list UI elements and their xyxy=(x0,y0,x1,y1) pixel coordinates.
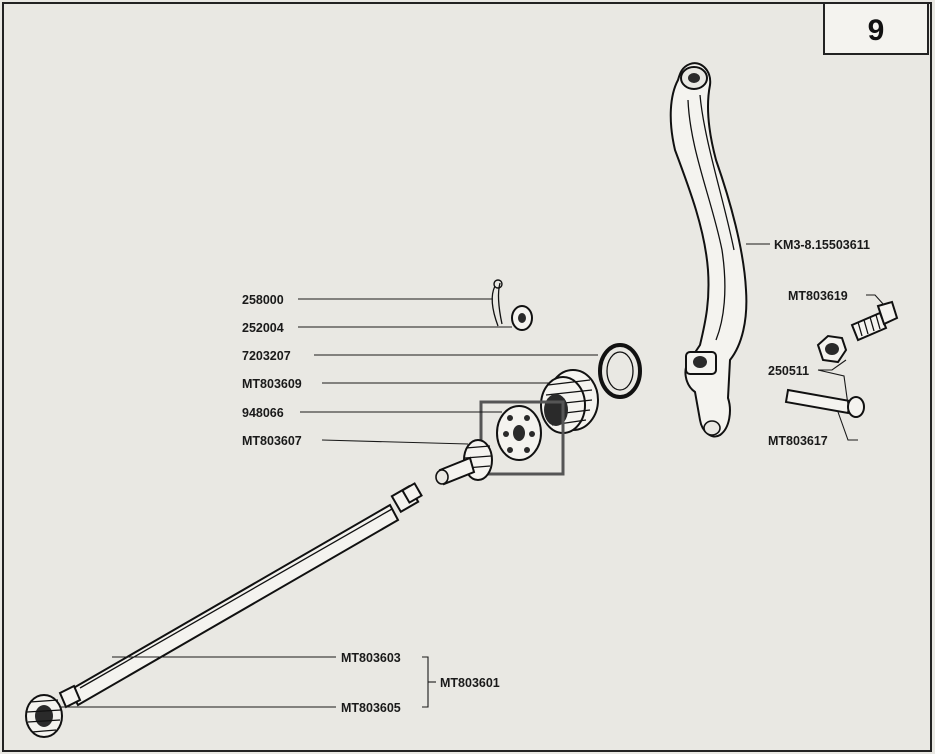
cotter-pin-part xyxy=(491,279,503,327)
gear-part xyxy=(540,369,599,434)
highlight-box xyxy=(479,400,565,476)
washer-part xyxy=(511,305,533,331)
shaft-gear-part xyxy=(435,439,493,486)
bushing-disk-part xyxy=(496,405,542,461)
end-gear-part xyxy=(25,694,63,738)
bolt-part xyxy=(850,300,899,342)
label-7203207: 7203207 xyxy=(242,349,291,363)
nut-part xyxy=(816,334,848,364)
label-250511: 250511 xyxy=(768,364,809,378)
label-948066: 948066 xyxy=(242,406,284,420)
pin-part xyxy=(784,388,865,418)
label-258000: 258000 xyxy=(242,293,284,307)
part-labels: 258000 252004 7203207 MT803609 948066 MT… xyxy=(242,238,870,715)
long-shaft-part xyxy=(58,482,423,709)
label-252004: 252004 xyxy=(242,321,284,335)
page-number: 9 xyxy=(868,14,885,47)
page-number-box: 9 xyxy=(823,2,929,55)
label-mt803607: MT803607 xyxy=(242,434,302,448)
label-mt803609: MT803609 xyxy=(242,377,302,391)
label-mt803617: MT803617 xyxy=(768,434,828,448)
pedal-arm-part xyxy=(669,62,748,438)
label-mt803605: MT803605 xyxy=(341,701,401,715)
label-mt803619: MT803619 xyxy=(788,289,848,303)
label-mt803601: MT803601 xyxy=(440,676,500,690)
label-mt803603: MT803603 xyxy=(341,651,401,665)
label-km3-8-15503611: KM3-8.15503611 xyxy=(774,238,870,252)
seal-ring-part xyxy=(598,343,642,399)
leader-lines xyxy=(60,243,885,708)
